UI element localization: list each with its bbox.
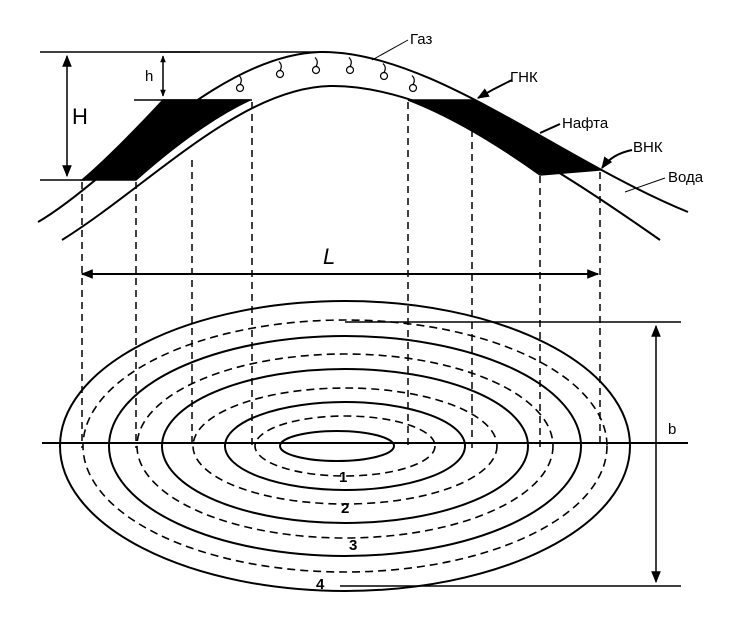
label-oil: Нафта <box>562 115 609 132</box>
projection-lines <box>81 102 601 448</box>
gnk-arrow <box>476 79 513 99</box>
contour-number-2: 2 <box>341 500 349 517</box>
gas-leader <box>371 39 409 61</box>
contour-dashed-1 <box>82 319 608 573</box>
vnk-arrow <box>601 149 633 169</box>
contour-solid-2 <box>108 335 582 557</box>
contour-dashed-3 <box>192 387 498 505</box>
dimension-b <box>340 321 681 587</box>
contour-solid-3 <box>161 368 529 524</box>
dimension-h <box>134 51 252 101</box>
contour-number-3: 3 <box>349 537 357 554</box>
contour-core <box>279 430 395 462</box>
label-gnk: ГНК <box>510 69 538 86</box>
contour-solid-1 <box>59 300 631 592</box>
label-vnk: ВНК <box>633 139 663 156</box>
plan-view <box>59 300 631 592</box>
oil-zone-left <box>79 99 251 181</box>
contour-number-4: 4 <box>316 576 325 593</box>
label-L: L <box>323 244 335 269</box>
oil-zone-right <box>407 99 603 176</box>
contour-dashed-4 <box>254 415 436 477</box>
label-water: Вода <box>668 169 704 186</box>
water-leader <box>624 177 666 193</box>
label-h: h <box>145 68 153 85</box>
contour-dashed-2 <box>136 353 554 539</box>
contour-number-1: 1 <box>339 469 347 486</box>
label-H: Н <box>72 104 88 129</box>
label-b: b <box>668 421 676 438</box>
contour-solid-4 <box>224 401 466 491</box>
gas-bubbles <box>235 57 418 93</box>
label-gas: Газ <box>410 31 432 48</box>
oil-leader <box>539 123 561 134</box>
